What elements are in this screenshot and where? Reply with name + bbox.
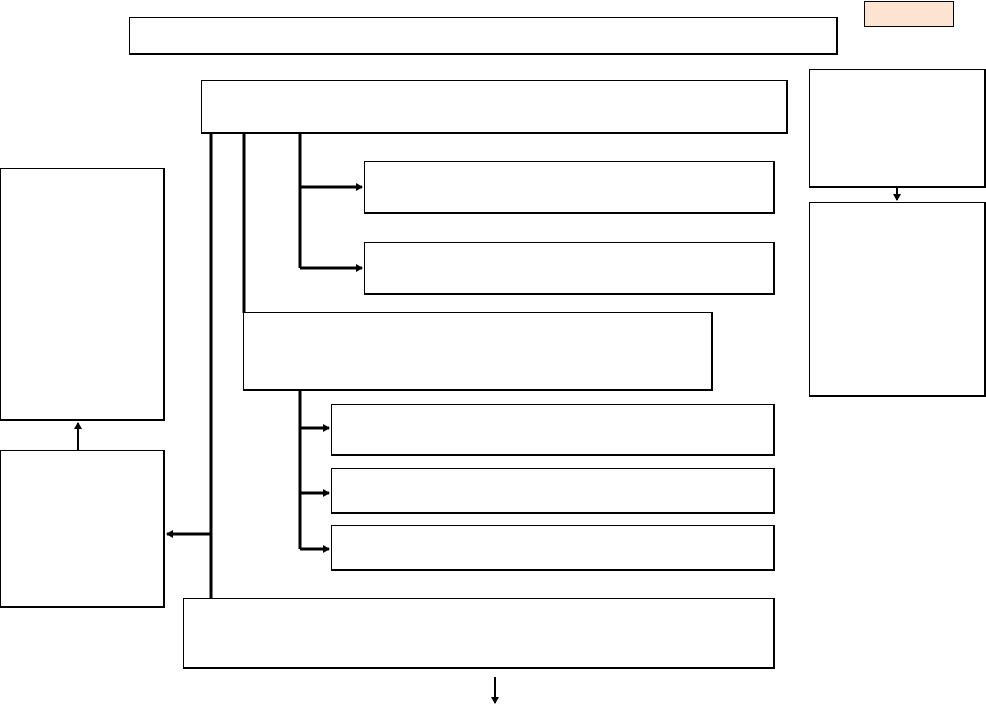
right-upper-box — [809, 69, 986, 188]
branch-b3-box — [331, 525, 775, 571]
top-main-box — [201, 80, 788, 134]
branch-b2-box — [331, 468, 775, 514]
title-box — [129, 17, 838, 55]
bottom-box — [183, 598, 775, 669]
left-upper-box — [0, 168, 165, 421]
branch-a2-box — [364, 242, 775, 295]
left-lower-box — [0, 450, 165, 608]
tag-badge — [864, 1, 954, 27]
branch-a1-box — [364, 161, 775, 214]
branch-b1-box — [331, 404, 775, 456]
middle-box — [243, 312, 713, 391]
right-lower-box — [809, 202, 986, 397]
